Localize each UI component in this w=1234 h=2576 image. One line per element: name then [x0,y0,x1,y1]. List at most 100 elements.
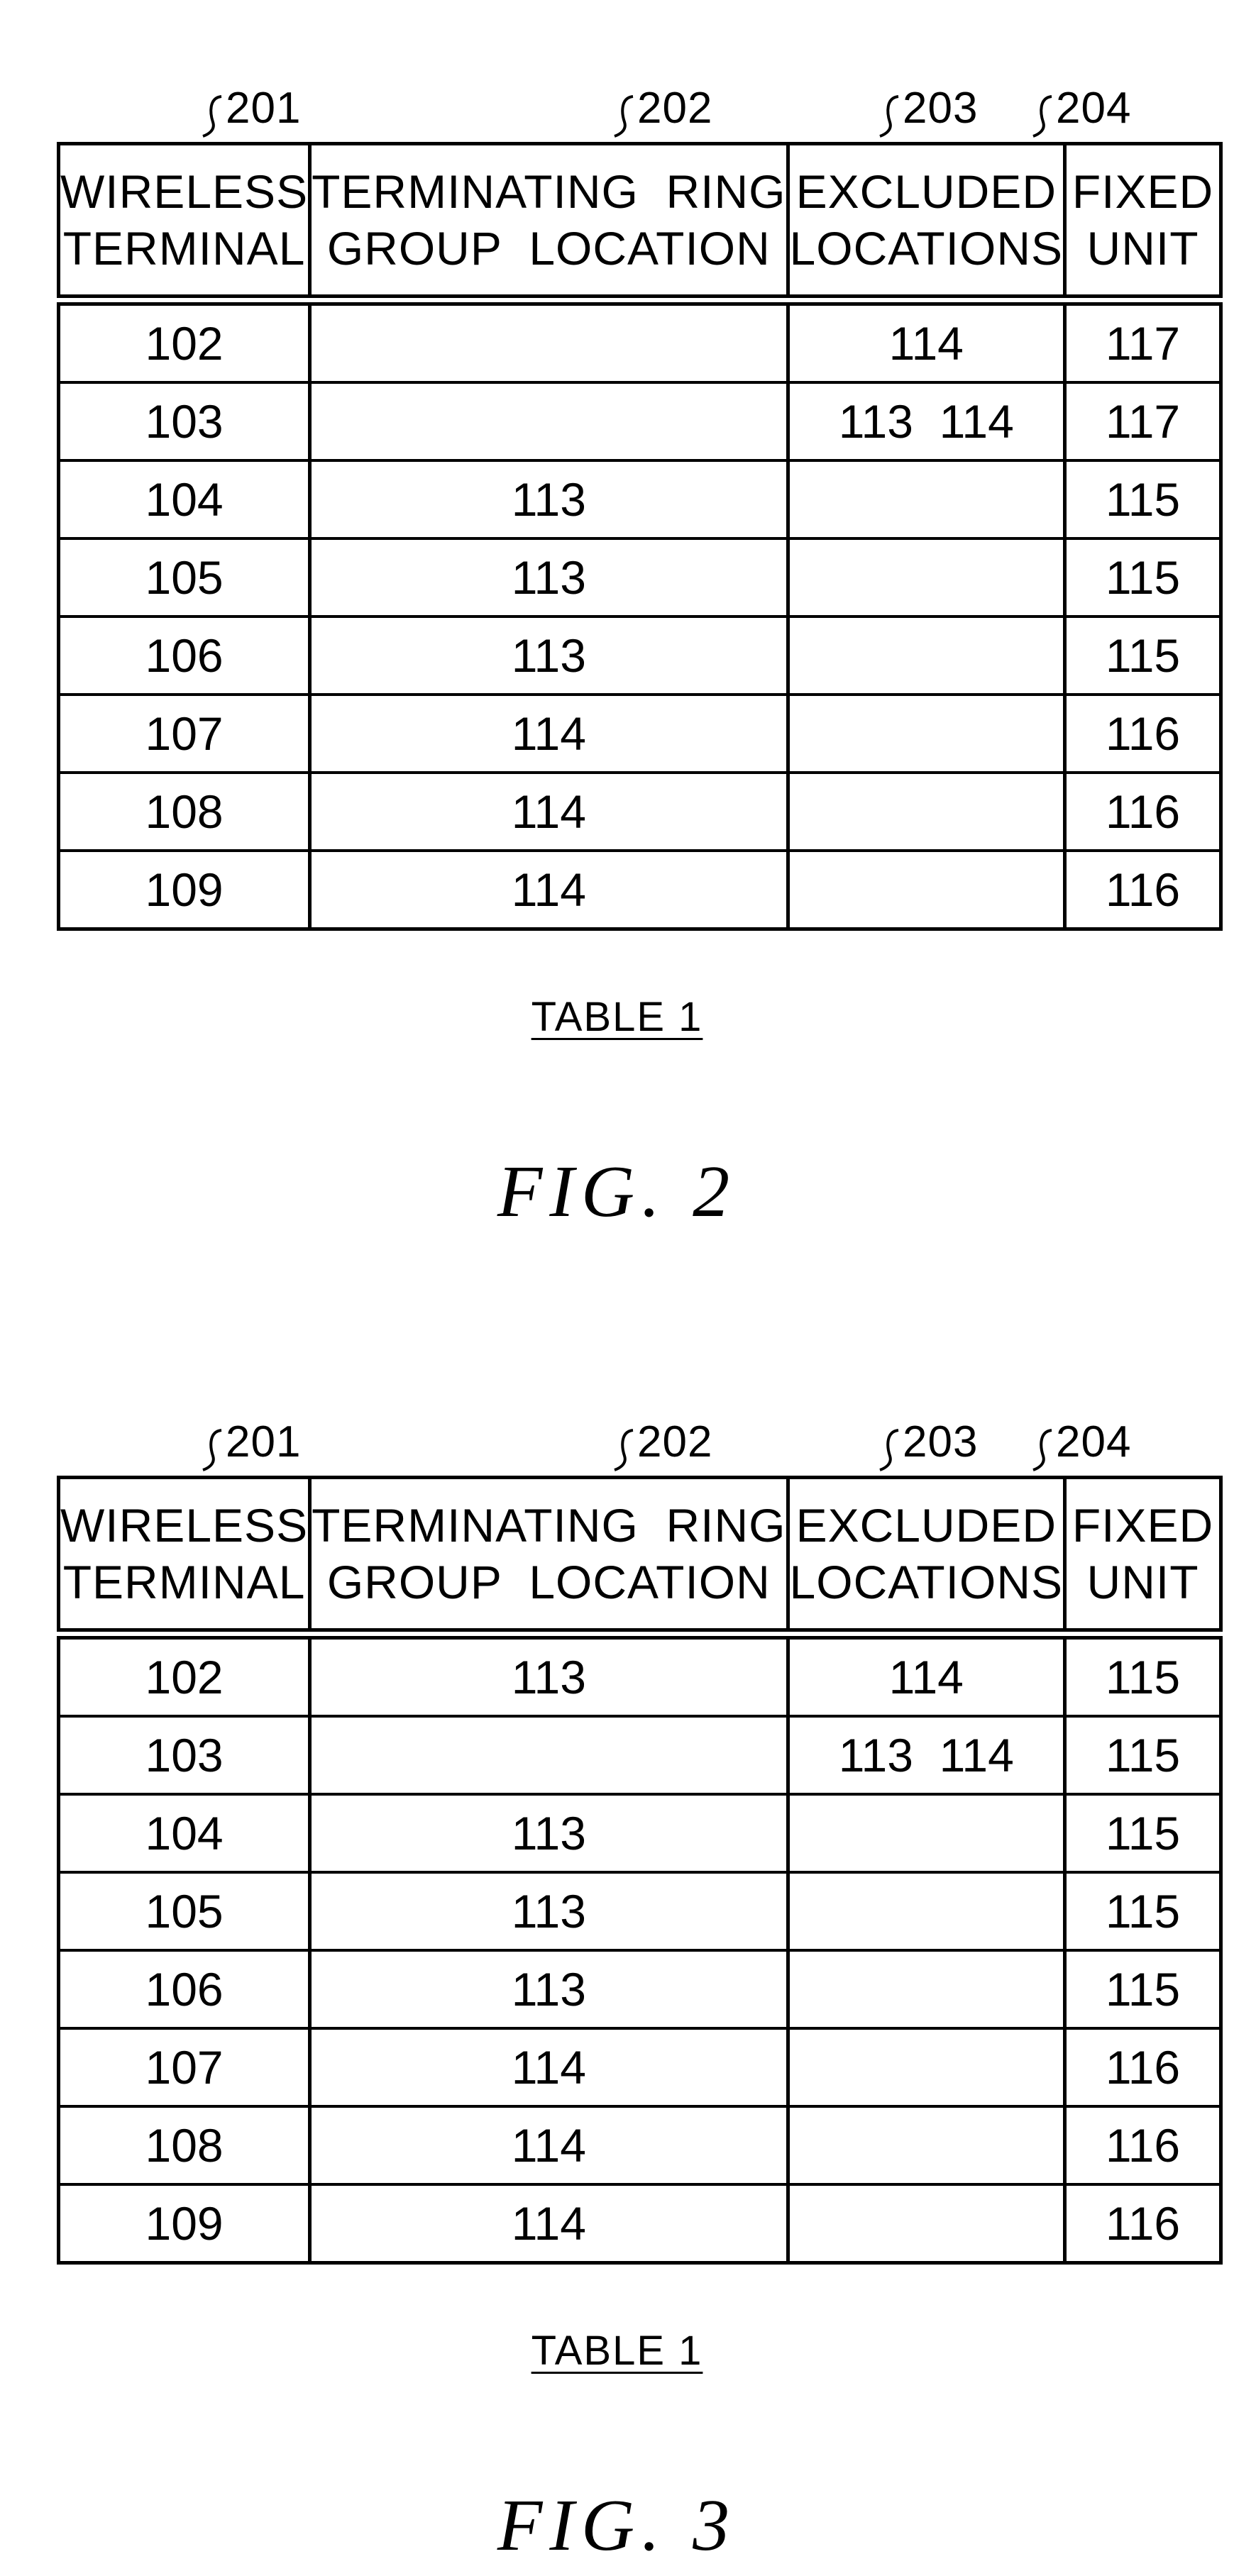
cell-excluded [786,538,1067,618]
cell-fixed: 115 [1063,1634,1223,1718]
cell-fixed: 115 [1063,538,1223,618]
cell-terminal: 109 [56,2184,312,2265]
cell-terminal: 108 [56,2106,312,2186]
leader-line-icon [614,1429,634,1471]
cell-terminal: 102 [56,1634,312,1718]
leader-line-icon [202,1429,222,1471]
cell-terminal: 105 [56,538,312,618]
cell-excluded: 114 [786,300,1067,384]
cell-ring-group: 114 [308,851,790,931]
cell-excluded [786,773,1067,852]
ref-numeral-203: 203 [903,1417,979,1466]
cell-fixed: 115 [1063,1794,1223,1874]
cell-excluded [786,617,1067,696]
cell-ring-group: 113 [308,1794,790,1874]
cell-terminal: 107 [56,695,312,774]
cell-terminal: 106 [56,1950,312,2030]
cell-fixed: 116 [1063,773,1223,852]
table-caption: TABLE 1 [531,2328,703,2374]
cell-excluded [786,1872,1067,1952]
cell-excluded [786,1950,1067,2030]
ref-numeral-204: 204 [1056,84,1132,133]
cell-fixed: 116 [1063,2028,1223,2108]
cell-ring-group: 113 [308,460,790,540]
cell-fixed: 115 [1063,1716,1223,1796]
cell-ring-group: 114 [308,2106,790,2186]
cell-fixed: 115 [1063,617,1223,696]
cell-terminal: 107 [56,2028,312,2108]
cell-terminal: 104 [56,460,312,540]
ref-numeral-201: 201 [226,1417,302,1466]
cell-ring-group: 114 [308,773,790,852]
column-reference-numerals: 201 202 203 204 [0,1334,1234,1476]
leader-line-icon [1032,1429,1052,1471]
table-caption: TABLE 1 [531,994,703,1040]
figure-label: FIG. 3 [497,2484,737,2566]
cell-excluded [786,851,1067,931]
cell-fixed: 115 [1063,1950,1223,2030]
cell-excluded [786,695,1067,774]
cell-ring-group [308,300,790,384]
cell-excluded [786,2106,1067,2186]
cell-fixed: 116 [1063,851,1223,931]
cell-fixed: 116 [1063,695,1223,774]
leader-line-icon [614,95,634,138]
ref-numeral-203: 203 [903,84,979,133]
leader-line-icon [202,95,222,138]
cell-terminal: 104 [56,1794,312,1874]
cell-terminal: 105 [56,1872,312,1952]
cell-ring-group: 113 [308,1950,790,2030]
leader-line-icon [1032,95,1052,138]
cell-fixed: 115 [1063,1872,1223,1952]
ref-numeral-202: 202 [637,1417,713,1466]
cell-ring-group: 113 [308,1872,790,1952]
cell-ring-group: 114 [308,2028,790,2108]
cell-ring-group: 113 [308,1634,790,1718]
cell-terminal: 106 [56,617,312,696]
cell-fixed: 117 [1063,382,1223,462]
cell-ring-group: 114 [308,2184,790,2265]
cell-ring-group [308,382,790,462]
cell-excluded: 114 [786,1634,1067,1718]
cell-ring-group: 114 [308,695,790,774]
cell-excluded [786,1794,1067,1874]
ref-numeral-202: 202 [637,84,713,133]
cell-excluded [786,2184,1067,2265]
cell-terminal: 102 [56,300,312,384]
leader-line-icon [879,1429,899,1471]
cell-excluded: 113 114 [786,1716,1067,1796]
cell-excluded [786,2028,1067,2108]
cell-ring-group [308,1716,790,1796]
column-reference-numerals: 201 202 203 204 [0,0,1234,142]
cell-excluded [786,460,1067,540]
cell-ring-group: 113 [308,617,790,696]
cell-ring-group: 113 [308,538,790,618]
ref-numeral-204: 204 [1056,1417,1132,1466]
ref-numeral-201: 201 [226,84,302,133]
